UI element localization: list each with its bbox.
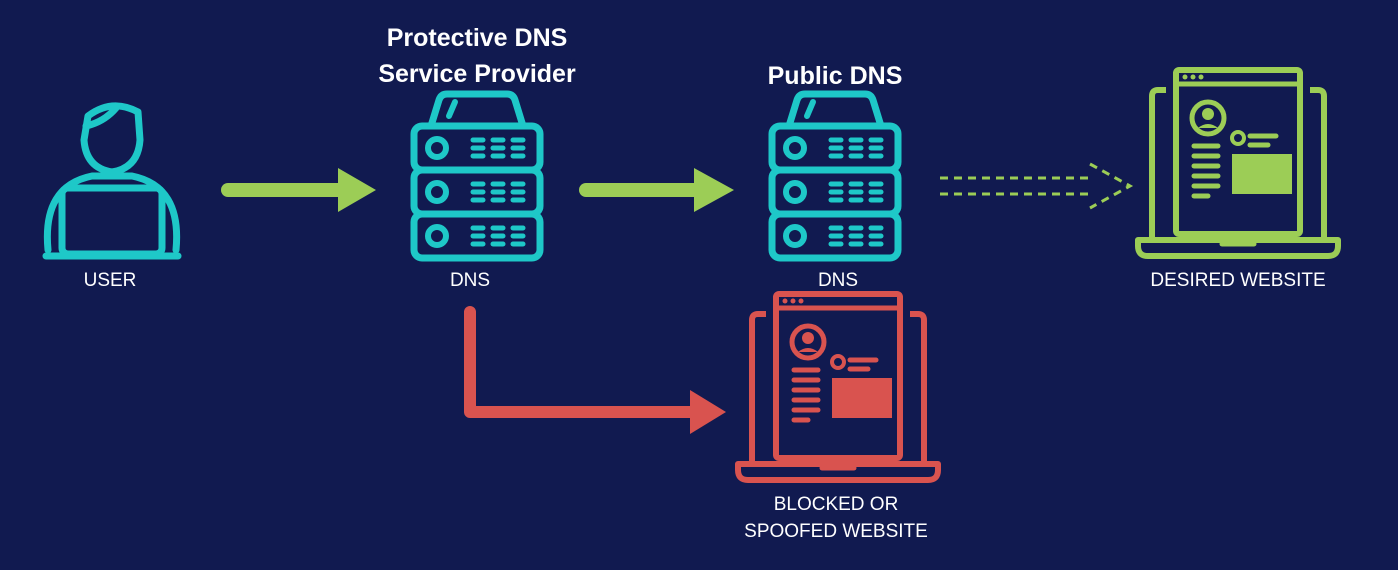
caption-user: USER	[84, 270, 137, 291]
heading-protective-line1: Protective DNS	[387, 24, 568, 52]
caption-blocked-line1: BLOCKED OR	[774, 494, 899, 515]
caption-protective-dns: DNS	[450, 270, 490, 291]
caption-blocked-line2: SPOOFED WEBSITE	[744, 521, 928, 542]
arrow-user-to-protective	[221, 168, 376, 212]
caption-desired-website: DESIRED WEBSITE	[1150, 270, 1325, 291]
heading-protective-line2: Service Provider	[378, 60, 576, 88]
arrow-protective-to-blocked	[464, 306, 726, 434]
arrow-protective-to-public	[579, 168, 734, 212]
dashed-arrow-to-desired	[940, 162, 1134, 210]
caption-public-dns: DNS	[818, 270, 858, 291]
heading-public-dns: Public DNS	[768, 62, 903, 90]
user-at-laptop-icon	[42, 102, 182, 260]
